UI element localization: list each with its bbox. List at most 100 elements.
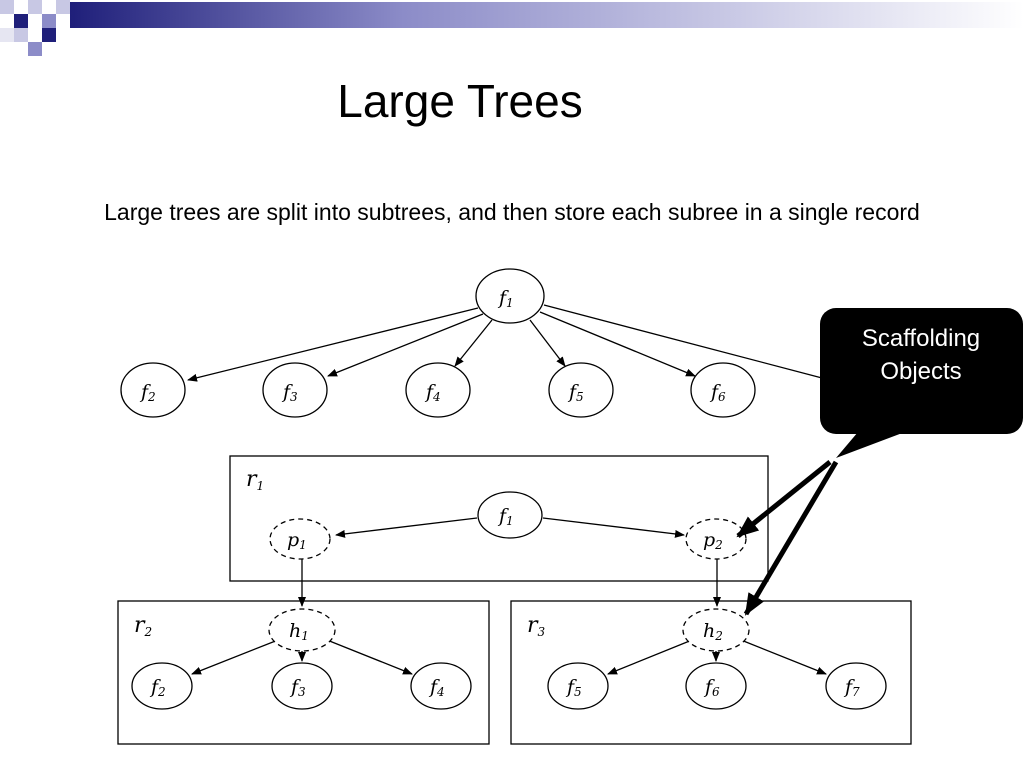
svg-text:f2: f2: [149, 676, 166, 699]
tree-node: f2: [131, 662, 193, 710]
subtree-box: [229, 455, 769, 582]
top-tree: [187, 304, 823, 382]
svg-text:f3: f3: [289, 676, 306, 699]
edge: [542, 517, 685, 538]
tree-node: f6: [685, 662, 747, 710]
svg-text:f4: f4: [428, 676, 445, 699]
svg-text:f7: f7: [843, 676, 860, 699]
node-base: f: [843, 676, 855, 698]
top-tree-nodes: f1 f2 f3 f4 f5 f6: [120, 268, 756, 418]
node-base: f: [565, 676, 577, 698]
node-base: f: [703, 676, 715, 698]
node-base: h: [703, 620, 715, 642]
node-base: f: [497, 287, 509, 309]
edge: [326, 639, 413, 675]
tree-node-scaffold: h2: [682, 608, 750, 652]
tree-node: f3: [262, 362, 328, 418]
tree-node-scaffold: p2: [685, 518, 747, 560]
tree-node: f5: [547, 662, 609, 710]
edge: [740, 639, 827, 675]
callout-arrow-p2: [736, 460, 832, 538]
edge: [191, 639, 279, 675]
svg-text:f1: f1: [497, 505, 514, 528]
banner-square: [0, 0, 14, 14]
banner-square: [42, 14, 56, 28]
node-sub: 2: [714, 629, 723, 643]
subtree-r2: r2 h1 f2 f3 f4: [117, 600, 490, 745]
edge: [335, 517, 478, 538]
svg-text:f2: f2: [139, 381, 156, 404]
banner-square: [14, 28, 28, 42]
node-sub: 1: [301, 629, 309, 643]
node-sub: 5: [574, 685, 582, 699]
subtree-r3: r3 h2 f5 f6 f7: [510, 600, 912, 745]
slide-banner: [0, 0, 1024, 56]
node-base: f: [497, 505, 509, 527]
tree-node: f1: [477, 491, 543, 539]
svg-text:h2: h2: [703, 620, 723, 643]
edge: [539, 311, 696, 377]
node-sub: 2: [157, 685, 166, 699]
node-base: p: [287, 529, 299, 551]
edge: [529, 319, 566, 367]
banner-square: [14, 14, 28, 28]
svg-text:p2: p2: [703, 529, 723, 552]
banner-gradient-bar: [70, 2, 1024, 28]
banner-square: [56, 0, 70, 14]
node-base: f: [281, 381, 293, 403]
node-sub: 3: [290, 390, 298, 404]
tree-node: f3: [271, 662, 333, 710]
subtree-label-base: r: [527, 613, 539, 638]
tree-node: f1: [475, 268, 545, 324]
node-sub: 3: [298, 685, 306, 699]
svg-text:r3: r3: [527, 613, 546, 639]
svg-text:f3: f3: [281, 381, 298, 404]
tree-node-scaffold: h1: [268, 608, 336, 652]
tree-node: f5: [548, 362, 614, 418]
edge: [454, 319, 493, 367]
node-base: f: [139, 381, 151, 403]
node-sub: 2: [147, 390, 156, 404]
subtree-label-sub: 1: [257, 479, 265, 493]
callout-line-2: Objects: [880, 358, 961, 385]
subtree-label-base: r: [134, 613, 146, 638]
banner-square: [42, 28, 56, 42]
callout-line-1: Scaffolding: [862, 325, 980, 352]
svg-text:f4: f4: [424, 381, 441, 404]
svg-text:f5: f5: [567, 381, 584, 404]
svg-text:f1: f1: [497, 287, 514, 310]
edge: [607, 639, 693, 675]
subtree-box: [510, 600, 912, 745]
subtree-label-sub: 3: [538, 625, 546, 639]
callout-tail: [836, 432, 905, 458]
banner-square: [28, 0, 42, 14]
svg-text:f5: f5: [565, 676, 582, 699]
node-base: f: [709, 381, 721, 403]
svg-text:r1: r1: [246, 467, 264, 493]
node-sub: 7: [852, 685, 860, 699]
tree-node: f2: [120, 362, 186, 418]
svg-text:p1: p1: [287, 529, 307, 552]
node-base: f: [149, 676, 161, 698]
node-sub: 4: [432, 390, 441, 404]
node-sub: 6: [718, 390, 726, 404]
svg-text:f6: f6: [709, 381, 726, 404]
node-sub: 1: [506, 296, 514, 310]
edge: [543, 304, 823, 379]
edge: [327, 313, 484, 377]
node-sub: 1: [299, 538, 307, 552]
banner-square: [28, 42, 42, 56]
node-base: f: [567, 381, 579, 403]
node-base: f: [289, 676, 301, 698]
node-sub: 5: [576, 390, 584, 404]
banner-square: [0, 28, 14, 42]
node-base: h: [289, 620, 301, 642]
subtree-label-base: r: [246, 467, 258, 492]
tree-node: f7: [825, 662, 887, 710]
edge: [187, 307, 479, 382]
subtree-label-sub: 2: [144, 625, 153, 639]
svg-text:h1: h1: [289, 620, 309, 643]
node-sub: 6: [712, 685, 720, 699]
subtree-box: [117, 600, 490, 745]
